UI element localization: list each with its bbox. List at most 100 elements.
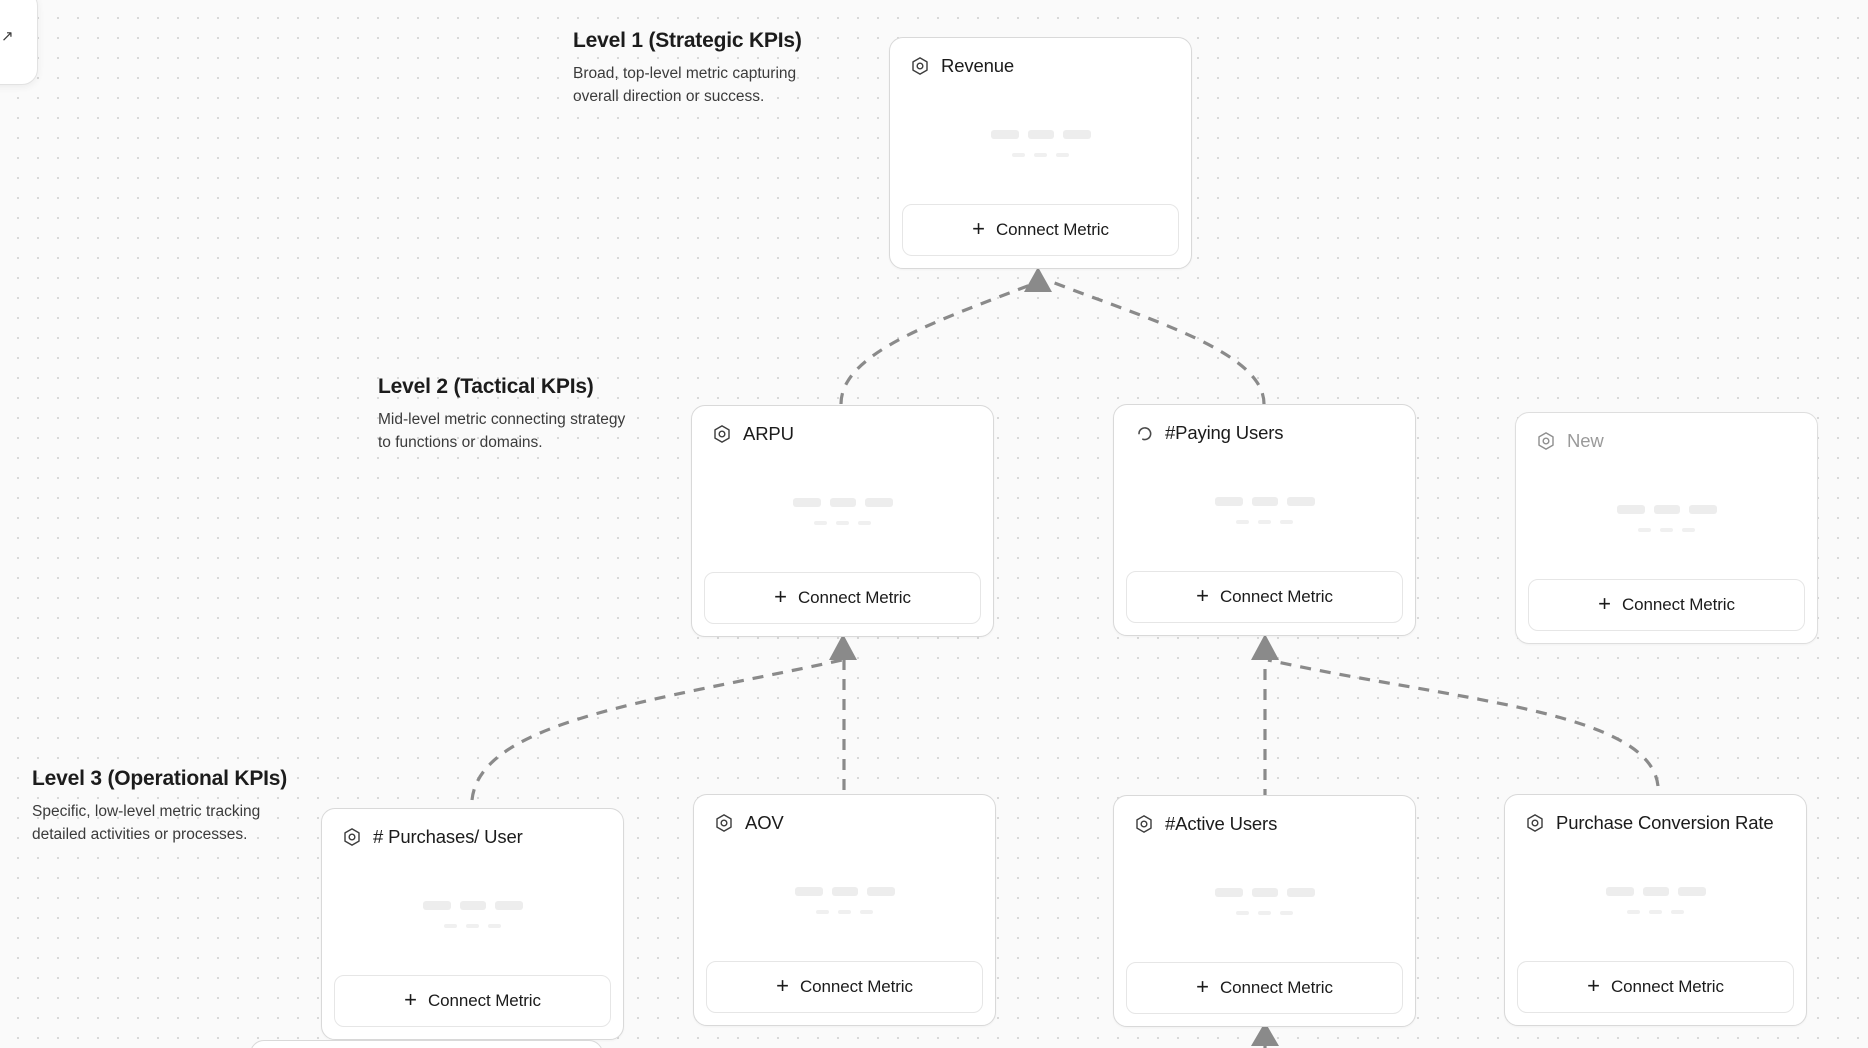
skeleton-bar — [1258, 520, 1271, 524]
plus-icon: + — [1196, 583, 1209, 608]
plus-icon: + — [972, 216, 985, 241]
skeleton-bar — [459, 901, 486, 910]
skeleton-bar — [1627, 910, 1640, 914]
skeleton-bar — [1251, 497, 1278, 506]
connect-metric-label: Connect Metric — [799, 977, 913, 996]
connect-metric-button-purchases-user[interactable]: + Connect Metric — [334, 975, 611, 1027]
skeleton-bar — [831, 887, 858, 896]
skeleton-row-primary — [422, 901, 523, 910]
skeleton-row-secondary — [816, 910, 873, 914]
card-title-revenue: Revenue — [941, 55, 1015, 76]
skeleton-bar — [466, 924, 479, 928]
loading-spinner-icon — [1138, 427, 1152, 441]
skeleton-bar — [860, 910, 873, 914]
skeleton-row-primary — [1214, 888, 1315, 897]
card-header-new: New — [1516, 413, 1817, 452]
metric-card-purchases-user[interactable]: # Purchases/ User + Connect Metric — [321, 808, 624, 1040]
connect-metric-label: Connect Metric — [995, 220, 1109, 239]
skeleton-bar — [829, 498, 856, 507]
skeleton-row-secondary — [1236, 911, 1293, 915]
skeleton-bar — [866, 887, 895, 896]
skeleton-bar — [1280, 911, 1293, 915]
metric-card-revenue[interactable]: Revenue + Connect Metric — [889, 37, 1192, 269]
skeleton-bar — [1286, 497, 1315, 506]
level-3-description: Specific, low-level metric tracking deta… — [32, 803, 261, 843]
connect-metric-label: Connect Metric — [1610, 977, 1724, 996]
skeleton-row-primary — [794, 887, 895, 896]
card-body-purchases-user — [322, 848, 623, 975]
skeleton-bar — [1236, 911, 1249, 915]
plus-icon: + — [404, 987, 417, 1012]
metric-card-aov[interactable]: AOV + Connect Metric — [693, 794, 996, 1026]
card-title-paying-users: #Paying Users — [1165, 422, 1284, 443]
card-header-paying-users: #Paying Users — [1114, 405, 1415, 444]
card-body-paying-users — [1114, 444, 1415, 571]
arrowhead-paying-users — [1251, 634, 1279, 660]
skeleton-bar — [1251, 888, 1278, 897]
skeleton-bar — [1616, 505, 1645, 514]
skeleton-bar — [1280, 520, 1293, 524]
skeleton-row-secondary — [1236, 520, 1293, 524]
skeleton-bar — [444, 924, 457, 928]
level-2-label: Level 2 (Tactical KPIs) Mid-level metric… — [378, 373, 628, 454]
skeleton-bar — [814, 521, 827, 525]
metric-card-paying-users[interactable]: #Paying Users + Connect Metric — [1113, 404, 1416, 636]
card-header-aov: AOV — [694, 795, 995, 834]
connect-metric-button-arpu[interactable]: + Connect Metric — [704, 572, 981, 624]
metric-card-purchase-conversion-rate[interactable]: Purchase Conversion Rate + Connect Metri… — [1504, 794, 1807, 1026]
card-title-active-users: #Active Users — [1165, 813, 1278, 834]
skeleton-bar — [1056, 153, 1069, 157]
connect-metric-button-paying-users[interactable]: + Connect Metric — [1126, 571, 1403, 623]
hexagon-metric-icon — [1538, 432, 1554, 450]
connect-metric-button-new[interactable]: + Connect Metric — [1528, 579, 1805, 631]
edge-purchases-to-arpu — [470, 658, 843, 801]
level-3-title: Level 3 (Operational KPIs) — [32, 767, 288, 790]
skeleton-bar — [1653, 505, 1680, 514]
skeleton-bar — [1642, 887, 1669, 896]
skeleton-row-primary — [990, 130, 1091, 139]
hexagon-metric-icon — [1527, 814, 1543, 832]
connect-metric-button-purchase-conversion-rate[interactable]: + Connect Metric — [1517, 961, 1794, 1013]
arrowhead-arpu — [829, 634, 857, 660]
skeleton-bar — [1638, 528, 1651, 532]
connect-metric-button-active-users[interactable]: + Connect Metric — [1126, 962, 1403, 1014]
skeleton-bar — [816, 910, 829, 914]
hexagon-metric-icon — [716, 814, 732, 832]
connect-metric-label: Connect Metric — [1219, 978, 1333, 997]
skeleton-bar — [1258, 911, 1271, 915]
skeleton-bar — [864, 498, 893, 507]
side-panel-partial[interactable]: ↗ — [0, 0, 38, 85]
skeleton-row-secondary — [444, 924, 501, 928]
metric-card-partial-below[interactable] — [250, 1040, 603, 1048]
connect-metric-button-revenue[interactable]: + Connect Metric — [902, 204, 1179, 256]
skeleton-bar — [1214, 888, 1243, 897]
metric-card-active-users[interactable]: #Active Users + Connect Metric — [1113, 795, 1416, 1027]
card-header-purchases-user: # Purchases/ User — [322, 809, 623, 848]
card-title-new: New — [1567, 430, 1604, 451]
connect-metric-button-aov[interactable]: + Connect Metric — [706, 961, 983, 1013]
skeleton-bar — [1682, 528, 1695, 532]
skeleton-bar — [990, 130, 1019, 139]
card-body-new — [1516, 452, 1817, 579]
skeleton-row-primary — [792, 498, 893, 507]
skeleton-bar — [794, 887, 823, 896]
skeleton-bar — [1062, 130, 1091, 139]
skeleton-row-secondary — [814, 521, 871, 525]
hexagon-metric-icon — [912, 57, 928, 75]
metric-card-new[interactable]: New + Connect Metric — [1515, 412, 1818, 644]
metric-card-arpu[interactable]: ARPU + Connect Metric — [691, 405, 994, 637]
connect-metric-label: Connect Metric — [1219, 587, 1333, 606]
plus-icon: + — [776, 973, 789, 998]
skeleton-bar — [1214, 497, 1243, 506]
level-2-title: Level 2 (Tactical KPIs) — [378, 375, 594, 398]
skeleton-bar — [1012, 153, 1025, 157]
card-header-purchase-conversion-rate: Purchase Conversion Rate — [1505, 795, 1806, 834]
skeleton-bar — [792, 498, 821, 507]
skeleton-bar — [838, 910, 851, 914]
plus-icon: + — [774, 584, 787, 609]
level-1-title: Level 1 (Strategic KPIs) — [573, 29, 802, 52]
level-2-description: Mid-level metric connecting strategy to … — [378, 411, 626, 451]
level-1-description: Broad, top-level metric capturing overal… — [573, 65, 797, 105]
skeleton-bar — [1688, 505, 1717, 514]
